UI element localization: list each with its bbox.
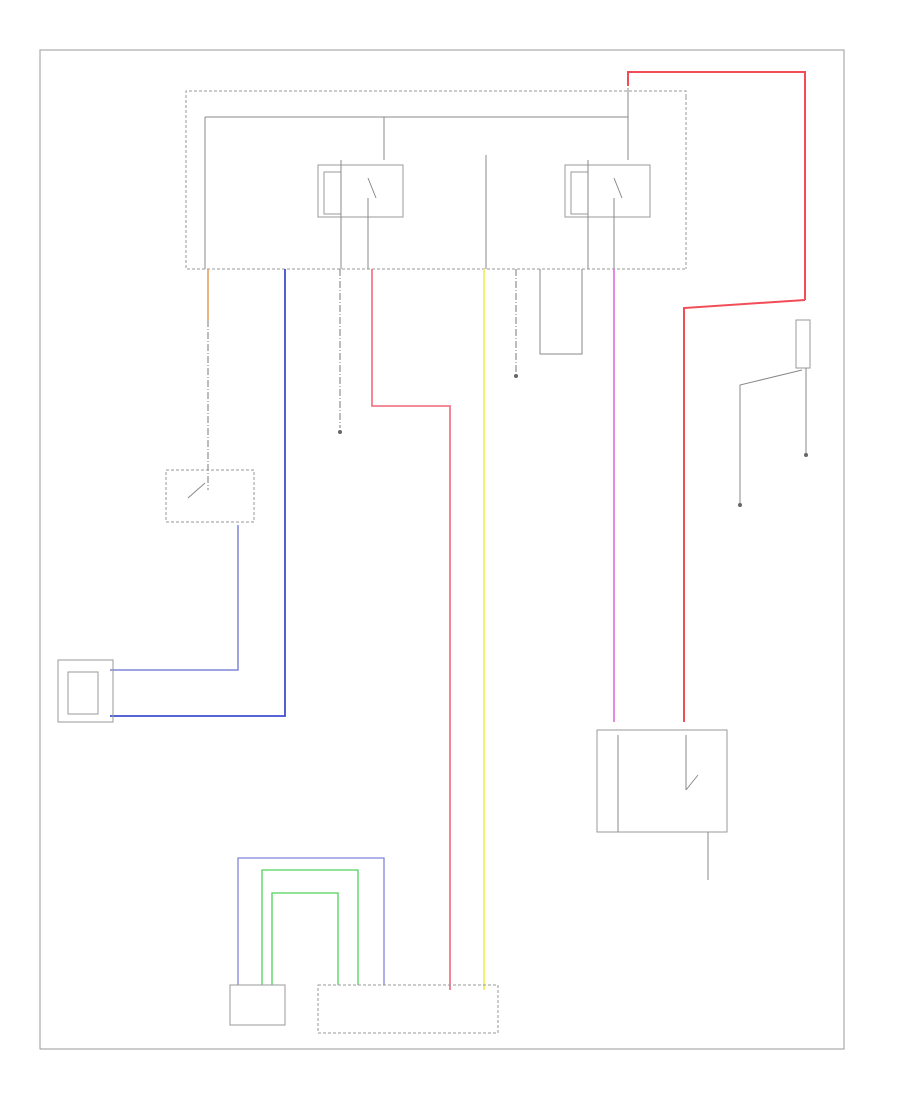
wire-blue-clutch: [237, 857, 385, 985]
wire-pink-ecm: [371, 269, 451, 990]
wire-gray-loop: [539, 269, 583, 355]
center-ground-dot: [514, 374, 518, 378]
starter-contact: [685, 774, 699, 791]
ignition-switch-outline: [165, 469, 255, 523]
relay-right-coil: [570, 171, 589, 215]
diagram-frame: [39, 49, 845, 1050]
bcm-inner: [67, 671, 99, 715]
wire-blue-light: [110, 525, 239, 671]
wire-green-clutch-a: [261, 869, 359, 985]
starter-box: [596, 729, 728, 833]
ecm-box: [317, 984, 499, 1034]
relay-right-contact: [613, 177, 623, 199]
wire-blue: [110, 269, 286, 717]
wire-green-clutch-b: [271, 892, 339, 985]
bcm-box: [57, 659, 114, 723]
ground-left-dot: [338, 430, 342, 434]
battery-ground-dot: [804, 453, 808, 457]
underhood-fuse-box-outline: [185, 90, 687, 270]
battery-sense-wire: [739, 369, 803, 505]
relay-left-contact: [367, 177, 377, 199]
battery-symbol: [795, 319, 811, 369]
relay-left-coil: [323, 171, 342, 215]
ignition-switch-lever: [187, 482, 206, 499]
wire-red-starter: [683, 299, 806, 722]
clutch-sensor-box: [229, 984, 286, 1026]
battery-sense-dot: [738, 503, 742, 507]
relay-left-outline: [317, 164, 404, 218]
wire-red-battery-top: [627, 71, 806, 300]
relay-right-outline: [564, 164, 651, 218]
